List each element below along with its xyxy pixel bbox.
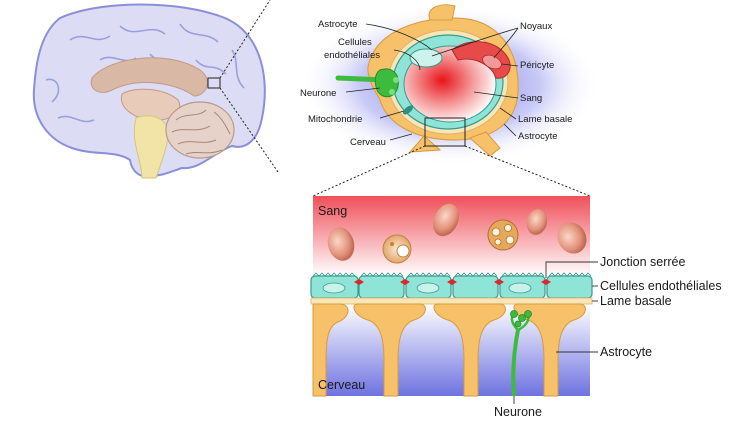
label-lame-basale: Lame basale [600, 294, 672, 308]
neuron-bouton-2 [389, 89, 395, 95]
neuron-bouton-1 [393, 77, 399, 83]
leader-lame-basale-top [499, 107, 517, 120]
astrocyte-process-top [428, 4, 456, 21]
cerebellum-folia [171, 109, 231, 155]
leader-mitochondrie [379, 110, 405, 119]
leader-cellules [393, 49, 421, 71]
leader-noyaux-a [431, 27, 519, 57]
label-sang-zone: Sang [318, 204, 347, 218]
white-blood-cell [382, 234, 412, 264]
leader-jonction-serree [545, 261, 598, 278]
pericyte-nucleus [482, 54, 502, 70]
label-cellules-endotheliales: Cellules endothéliales [600, 279, 722, 293]
zoom-line-left [312, 145, 426, 197]
leader-noyaux-b [493, 27, 519, 59]
leader-astrocyte-top [365, 23, 433, 51]
capillary-cross-section: Astrocyte Cellules endothéliales Neurone… [300, 4, 600, 197]
label-astrocyte-right: Astrocyte [518, 131, 558, 142]
red-blood-cell [327, 227, 355, 261]
neuron-bottom [510, 310, 532, 397]
red-blood-cell [432, 203, 460, 237]
red-blood-cell [557, 222, 587, 254]
label-astrocyte-top: Astrocyte [318, 19, 358, 30]
label-noyaux: Noyaux [520, 21, 552, 32]
label-cerveau-top: Cerveau [350, 137, 386, 148]
label-neurone-top: Neurone [300, 88, 336, 99]
label-cellules: Cellules [338, 37, 372, 48]
label-pericyte: Péricyte [520, 60, 554, 71]
label-jonction-serree: Jonction serrée [600, 255, 686, 269]
zoom-line-upper [219, 0, 271, 79]
endothelial-nucleus [409, 48, 443, 68]
label-neurone: Neurone [494, 405, 542, 419]
zoom-line-lower [219, 87, 279, 173]
zoom-line-right [464, 145, 591, 197]
label-astrocyte: Astrocyte [600, 345, 652, 359]
zoom-box-brain [207, 77, 221, 89]
label-sang-top: Sang [520, 93, 542, 104]
zoom-box-capillary [424, 117, 466, 147]
label-cerveau-zone: Cerveau [318, 378, 365, 392]
corpus-callosum [90, 57, 208, 97]
astrocyte-process-bottom-right [469, 131, 501, 157]
red-blood-cell [526, 209, 548, 235]
label-lame-basale-top: Lame basale [518, 114, 572, 125]
white-blood-cell [487, 219, 519, 251]
leader-pericyte [501, 63, 519, 67]
astrocyte-endfeet [312, 303, 586, 397]
brainstem [133, 115, 169, 179]
leader-astrocyte-right [503, 123, 517, 137]
brain-sagittal-illustration [32, 0, 279, 179]
mitochondrion [403, 105, 413, 115]
endothelial-row [310, 272, 593, 299]
tight-junctions [354, 279, 551, 285]
cerebellum [165, 101, 235, 159]
label-endotheliales: endothéliales [324, 50, 380, 61]
basal-lamina-band [310, 297, 593, 305]
leader-cerveau-top [389, 133, 413, 141]
bbb-wall-detail: Sang Cerveau Jonction serrée Cellules en… [310, 196, 722, 419]
label-mitochondrie: Mitochondrie [308, 114, 362, 125]
leader-neurone-top [345, 87, 381, 93]
leader-sang-top [473, 91, 519, 99]
